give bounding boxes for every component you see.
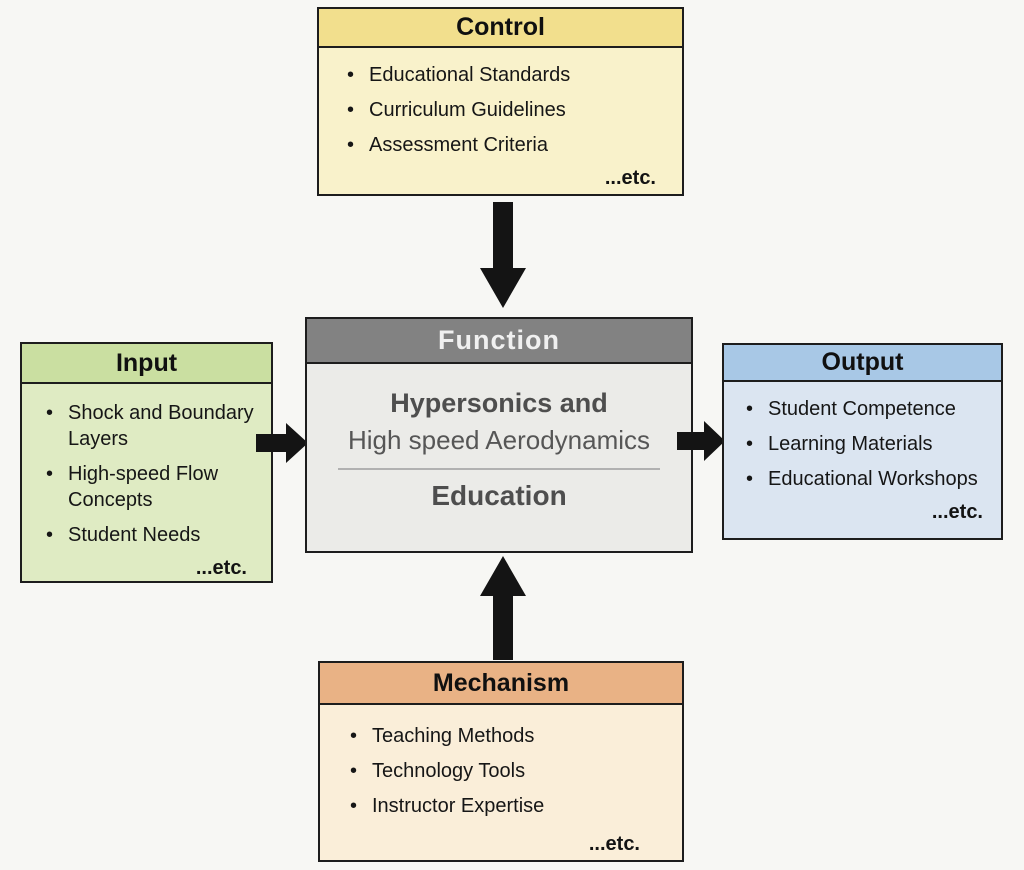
list-item: Learning Materials: [746, 431, 991, 457]
output-box-title: Output: [724, 345, 1001, 382]
function-subject-line2: High speed Aerodynamics: [347, 425, 651, 455]
input-box-body: Shock and Boundary Layers High-speed Flo…: [22, 384, 271, 580]
etc-label: ...etc.: [604, 167, 656, 189]
function-box: Function Hypersonics and High speed Aero…: [305, 317, 693, 553]
input-box-title: Input: [22, 344, 271, 384]
list-item: Student Competence: [746, 396, 991, 422]
arrow-mechanism-to-function: [480, 556, 526, 660]
list-item: Technology Tools: [350, 758, 672, 784]
item-label: Learning Materials: [768, 433, 933, 455]
mechanism-box: Mechanism Teaching Methods Technology To…: [318, 661, 684, 862]
input-box: Input Shock and Boundary Layers High-spe…: [20, 342, 273, 583]
list-item: Teaching Methods: [350, 723, 672, 749]
list-item: Student Needs: [46, 522, 261, 548]
input-items: Shock and Boundary Layers High-speed Flo…: [22, 384, 271, 548]
output-items: Student Competence Learning Materials Ed…: [724, 382, 1001, 492]
item-label: High-speed Flow Concepts: [68, 463, 219, 511]
item-label: Instructor Expertise: [372, 795, 545, 817]
item-label: Educational Workshops: [768, 468, 978, 490]
control-items: Educational Standards Curriculum Guideli…: [319, 48, 682, 158]
function-box-body: Hypersonics and High speed Aerodynamics …: [307, 364, 691, 512]
control-box-body: Educational Standards Curriculum Guideli…: [319, 48, 682, 190]
list-item: Educational Workshops: [746, 466, 991, 492]
arrow-control-to-function: [480, 202, 526, 308]
item-label: Teaching Methods: [372, 725, 535, 747]
item-label: Educational Standards: [369, 64, 571, 86]
mechanism-box-body: Teaching Methods Technology Tools Instru…: [320, 705, 682, 856]
list-item: Instructor Expertise: [350, 793, 672, 819]
function-subject-line3: Education: [431, 480, 567, 511]
list-item: Assessment Criteria: [347, 132, 672, 158]
etc-label: ...etc.: [588, 833, 640, 855]
item-label: Shock and Boundary Layers: [68, 402, 254, 450]
control-box-title: Control: [319, 9, 682, 48]
list-item: Curriculum Guidelines: [347, 97, 672, 123]
function-subject-line1: Hypersonics and: [390, 388, 608, 418]
item-label: Curriculum Guidelines: [369, 99, 566, 121]
divider: [337, 468, 661, 470]
etc-label: ...etc.: [931, 501, 983, 523]
item-label: Student Competence: [768, 398, 956, 420]
mechanism-items: Teaching Methods Technology Tools Instru…: [320, 705, 682, 819]
control-box: Control Educational Standards Curriculum…: [317, 7, 684, 196]
list-item: High-speed Flow Concepts: [46, 461, 261, 513]
list-item: Educational Standards: [347, 62, 672, 88]
output-box-body: Student Competence Learning Materials Ed…: [724, 382, 1001, 524]
output-box: Output Student Competence Learning Mater…: [722, 343, 1003, 540]
item-label: Student Needs: [68, 524, 201, 546]
list-item: Shock and Boundary Layers: [46, 400, 261, 452]
etc-label: ...etc.: [195, 557, 247, 579]
mechanism-box-title: Mechanism: [320, 663, 682, 705]
function-box-title: Function: [307, 319, 691, 364]
item-label: Technology Tools: [372, 760, 526, 782]
item-label: Assessment Criteria: [369, 134, 548, 156]
